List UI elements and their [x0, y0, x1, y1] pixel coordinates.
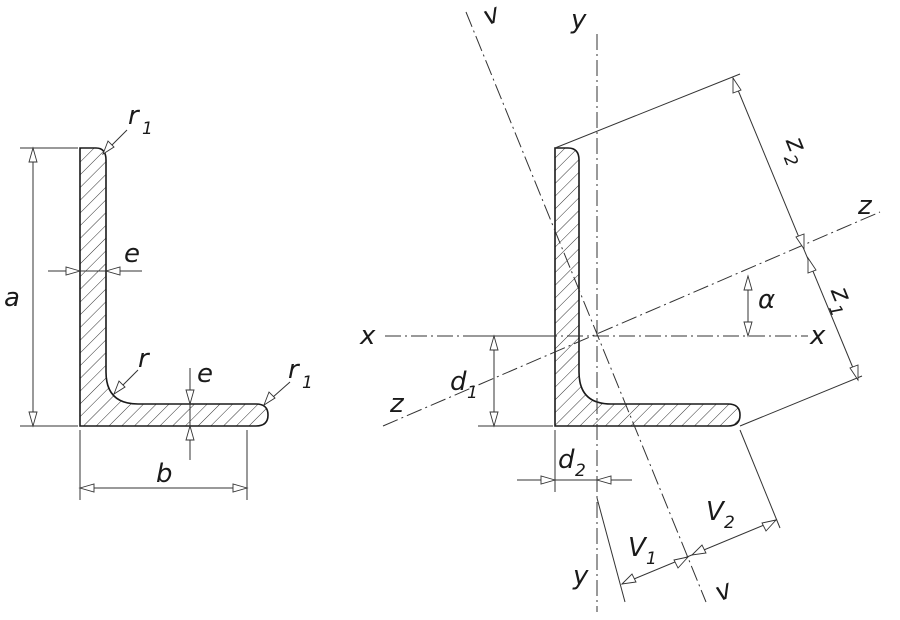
left-angle-profile — [79, 147, 269, 427]
leader-r — [113, 369, 139, 396]
dimension-e-flange — [185, 368, 195, 460]
dimension-d1 — [478, 334, 553, 428]
label-axis-v-top: v — [479, 0, 505, 32]
leader-r1-toe — [263, 381, 291, 407]
right-view: x x y y z z v v α d 1 d 2 z 2 z 1 V 1 V … — [359, 0, 881, 612]
label-v2: V — [706, 497, 726, 527]
label-axis-z-left: z — [389, 389, 405, 419]
dimension-b — [78, 430, 249, 500]
alpha-indicator — [743, 274, 753, 338]
leader-r1-top — [102, 129, 128, 156]
label-v1: V — [628, 533, 648, 563]
label-r1-toe-sub: 1 — [302, 373, 313, 393]
label-d1: d — [450, 367, 467, 397]
axis-v — [465, 11, 707, 603]
label-b: b — [156, 459, 173, 489]
label-axis-v-bottom: v — [711, 574, 737, 608]
label-r1-top-sub: 1 — [142, 119, 153, 139]
label-r: r — [138, 344, 151, 374]
dimension-a — [20, 146, 78, 428]
axis-z — [382, 211, 881, 427]
right-angle-profile — [554, 147, 741, 427]
label-axis-x-right: x — [809, 321, 826, 351]
label-a: a — [4, 283, 20, 313]
label-z2-sub: 2 — [779, 152, 802, 170]
dimension-z — [554, 73, 863, 427]
dimension-d2 — [517, 430, 632, 492]
label-z1-sub: 1 — [824, 302, 847, 320]
label-v1-sub: 1 — [646, 549, 657, 569]
label-alpha: α — [758, 285, 775, 315]
label-axis-z-right: z — [857, 191, 873, 221]
label-r1-toe: r — [288, 355, 301, 385]
label-v2-sub: 2 — [724, 513, 735, 533]
label-r1-top: r — [128, 101, 141, 131]
label-axis-y-bottom: y — [572, 561, 589, 591]
label-e-web: e — [124, 239, 140, 269]
label-axis-y-top: y — [570, 5, 587, 35]
label-e-flange: e — [197, 359, 213, 389]
dimension-e-web — [48, 266, 142, 276]
left-view: a b e e r r 1 r 1 — [4, 101, 313, 500]
label-d1-sub: 1 — [467, 383, 478, 403]
dimension-v — [596, 429, 781, 603]
label-d2-sub: 2 — [575, 461, 586, 481]
label-d2: d — [558, 445, 575, 475]
label-axis-x-left: x — [359, 321, 376, 351]
